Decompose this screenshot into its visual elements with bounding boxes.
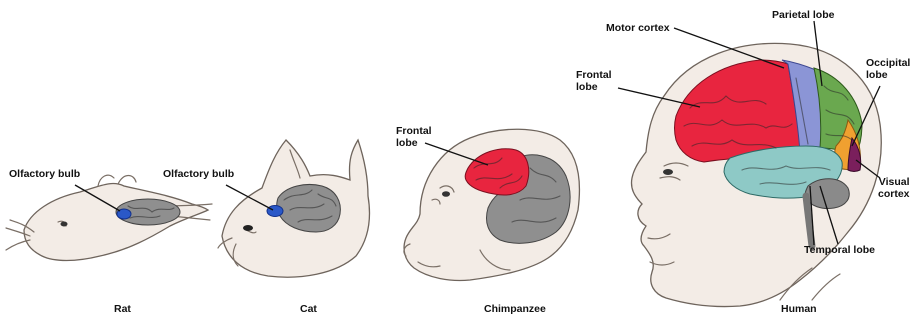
parietal-lobe-label: Parietal lobe [772, 9, 834, 21]
species-label-cat: Cat [300, 303, 317, 315]
temporal-lobe-label: Temporal lobe [804, 244, 875, 256]
occipital-lobe-label: Occipital lobe [866, 57, 910, 81]
rat-brain [116, 199, 180, 225]
cat-olfactory-bulb-label: Olfactory bulb [163, 168, 234, 180]
human-frontal-lobe-label: Frontal lobe [576, 69, 612, 93]
chimpanzee-frontal-lobe-label: Frontal lobe [396, 125, 432, 149]
visual-cortex-label: Visual cortex [878, 176, 910, 200]
rat-head [6, 175, 212, 260]
species-label-human: Human [781, 303, 817, 315]
motor-cortex-label: Motor cortex [606, 22, 670, 34]
rat-olfactory-bulb-label: Olfactory bulb [9, 168, 80, 180]
species-label-chimpanzee: Chimpanzee [484, 303, 546, 315]
species-label-rat: Rat [114, 303, 131, 315]
